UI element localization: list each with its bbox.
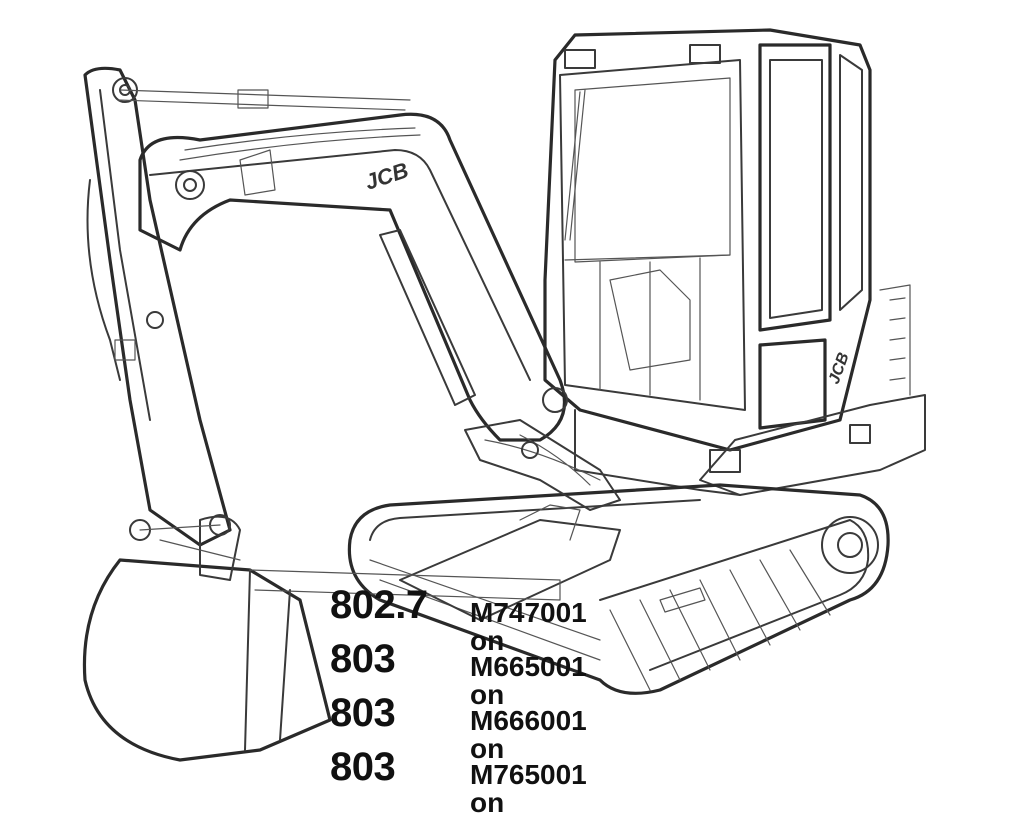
- body: [574, 284, 926, 496]
- dipper-arm: [83, 66, 411, 547]
- model-number: 803: [330, 691, 396, 735]
- serial-range: M747001 on: [470, 597, 587, 656]
- boom-cylinder: [464, 419, 621, 511]
- tracks: [347, 483, 890, 695]
- serial-range: M765001 on: [470, 759, 587, 818]
- model-number: 803: [330, 637, 396, 681]
- model-number: 803: [330, 745, 396, 789]
- bucket: [82, 514, 561, 762]
- serial-range: M665001 on: [470, 651, 587, 710]
- serial-range: M666001 on: [470, 705, 587, 764]
- cab: JCB: [543, 28, 872, 452]
- boom: JCB: [138, 112, 568, 442]
- excavator-illustration: JCB JCB: [82, 28, 926, 762]
- dozer-blade: [399, 504, 621, 621]
- model-number: 802.7: [330, 583, 428, 627]
- boom-logo: JCB: [362, 157, 412, 194]
